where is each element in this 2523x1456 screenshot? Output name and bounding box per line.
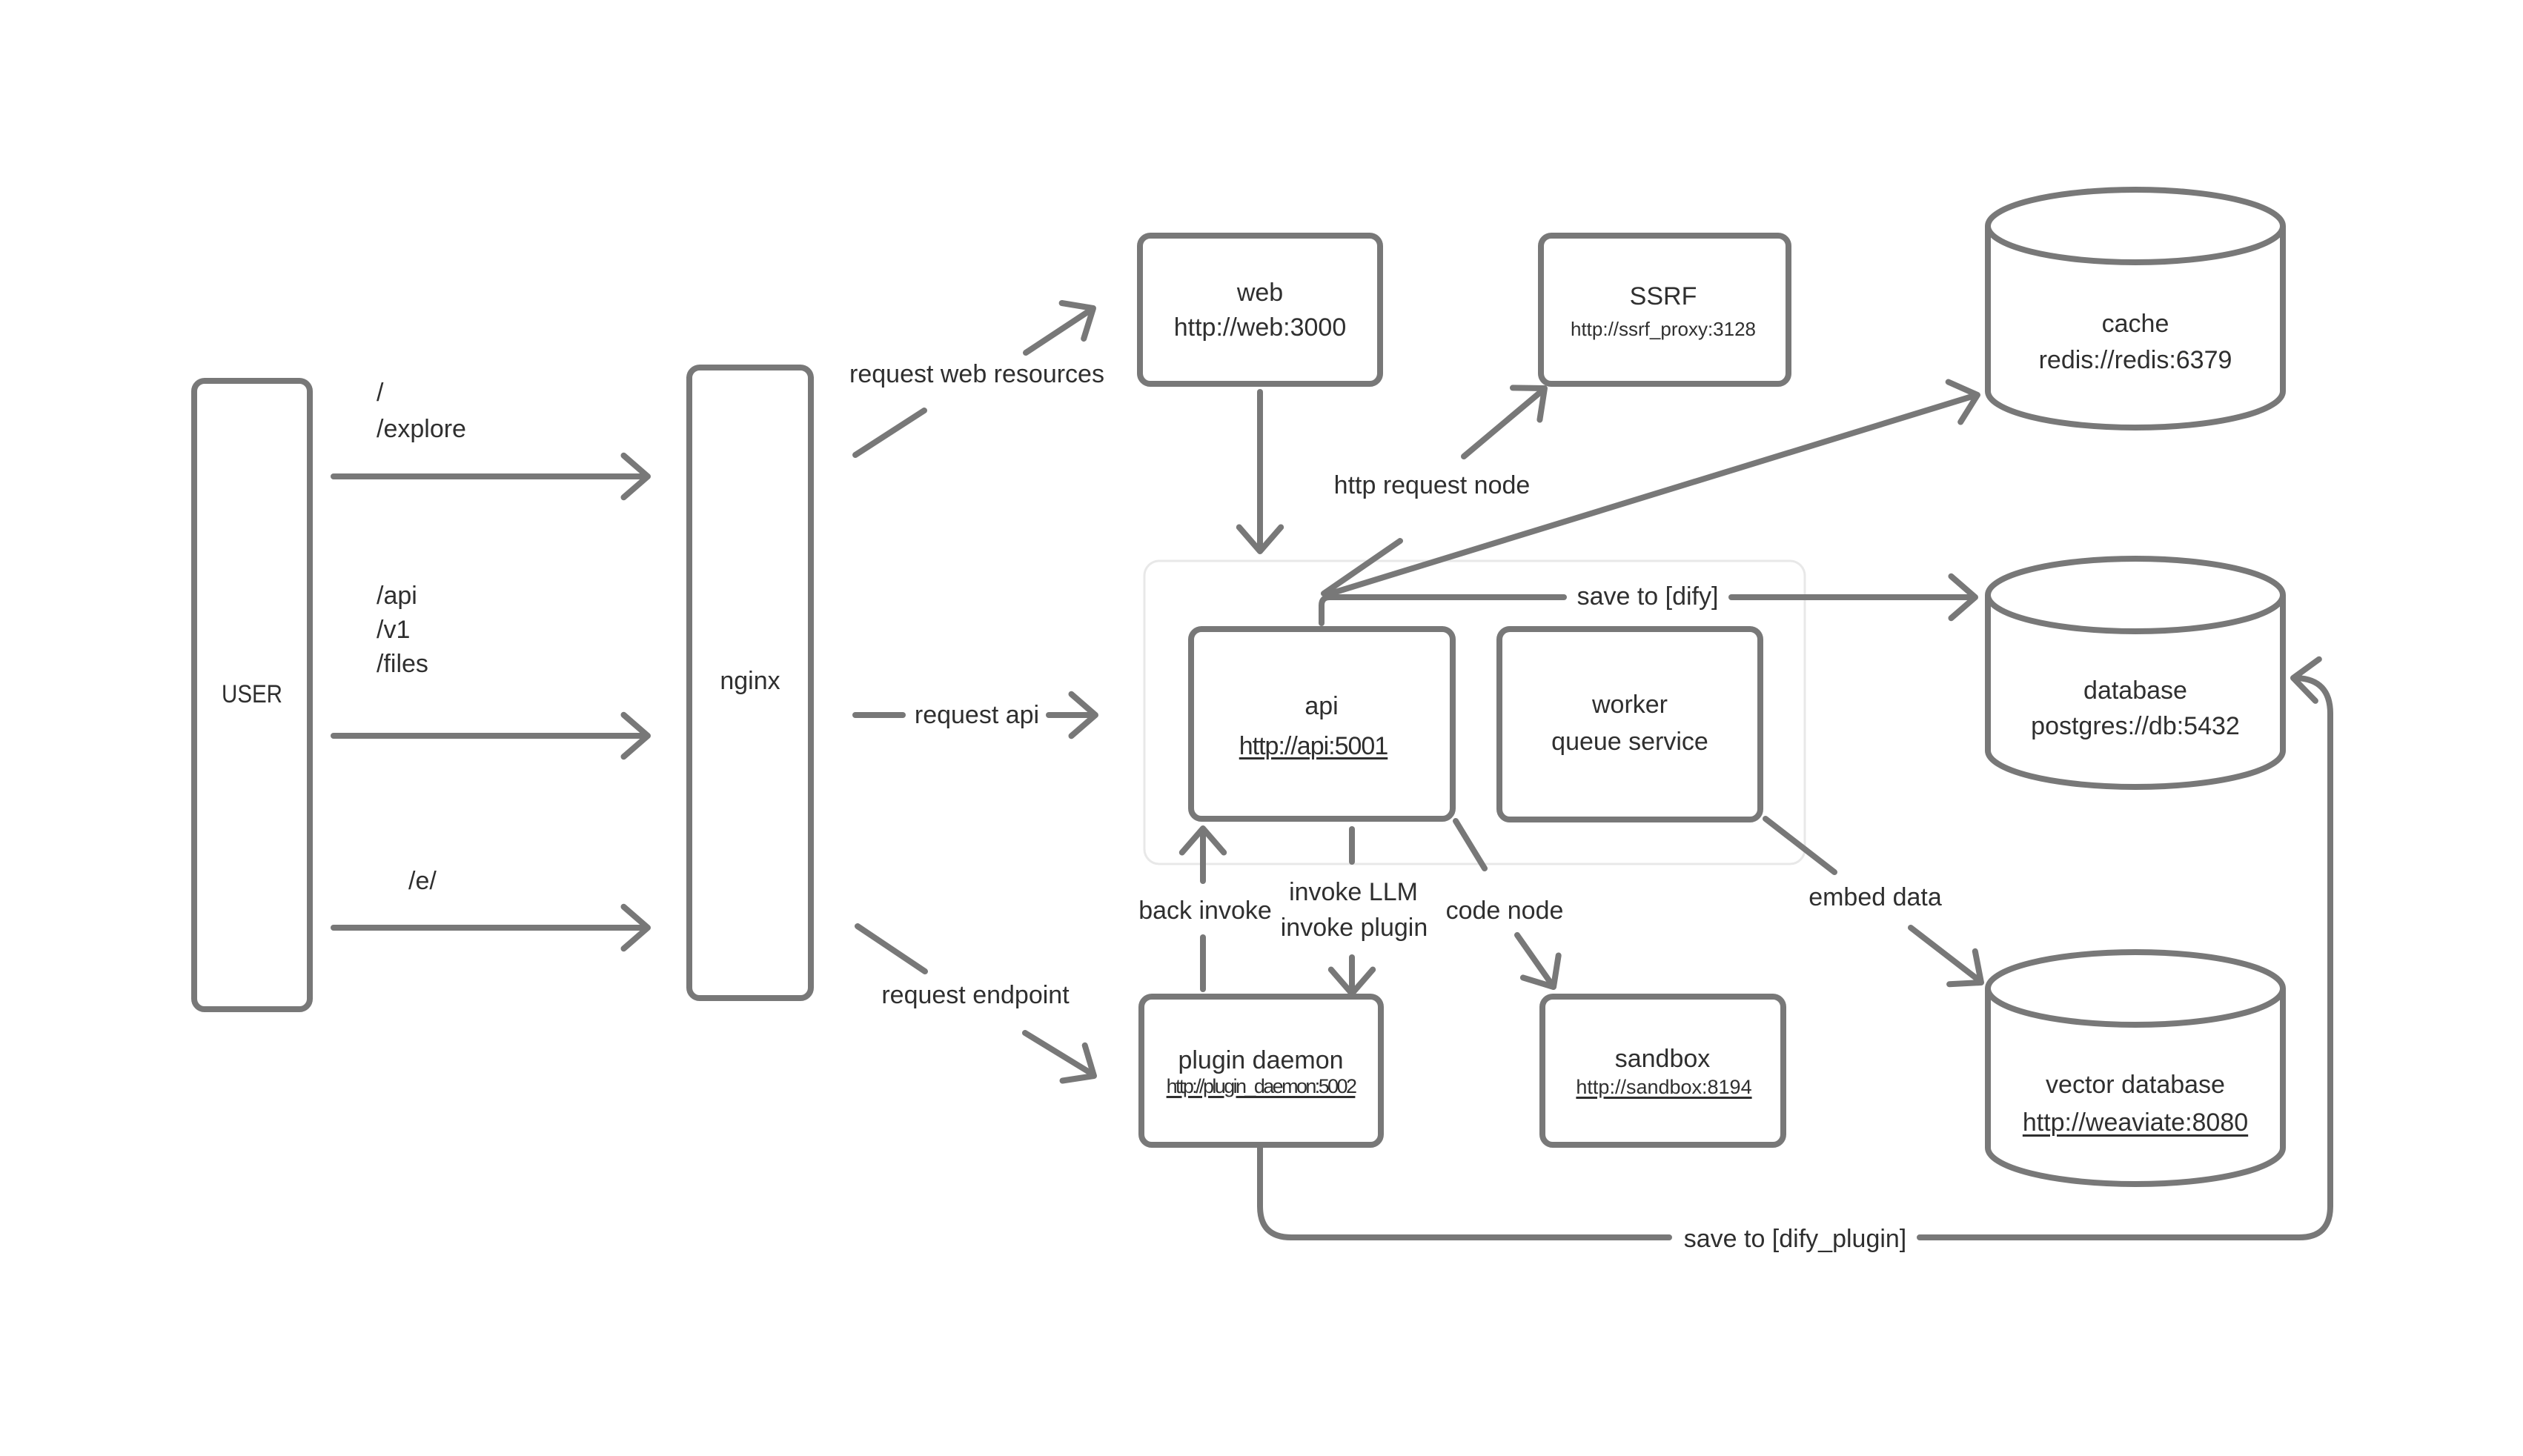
svg-text:http request node: http request node [1334, 471, 1531, 499]
svg-text:redis://redis:6379: redis://redis:6379 [2039, 346, 2232, 374]
svg-text:embed data: embed data [1808, 883, 1942, 911]
svg-text:http://web:3000: http://web:3000 [1174, 313, 1347, 342]
svg-text:save to [dify]: save to [dify] [1577, 582, 1719, 611]
svg-text:vector database: vector database [2046, 1071, 2225, 1099]
svg-text:/api: /api [377, 582, 417, 610]
svg-text:invoke LLM: invoke LLM [1289, 878, 1418, 906]
svg-text:http://ssrf_proxy:3128: http://ssrf_proxy:3128 [1571, 318, 1756, 340]
svg-text:web: web [1236, 279, 1283, 307]
svg-text:nginx: nginx [720, 667, 780, 695]
svg-text:/explore: /explore [377, 415, 466, 443]
svg-text:database: database [2083, 677, 2187, 705]
svg-text:postgres://db:5432: postgres://db:5432 [2031, 712, 2240, 740]
svg-text:queue service: queue service [1551, 728, 1708, 756]
svg-text:cache: cache [2102, 310, 2169, 338]
svg-text:/files: /files [377, 650, 428, 678]
svg-text:request web resources: request web resources [849, 360, 1104, 388]
svg-text:SSRF: SSRF [1630, 282, 1697, 310]
svg-text:sandbox: sandbox [1615, 1045, 1711, 1073]
svg-text:request api: request api [915, 701, 1039, 729]
svg-text:/v1: /v1 [377, 616, 410, 644]
svg-text:request endpoint: request endpoint [881, 981, 1070, 1009]
svg-text:plugin daemon: plugin daemon [1178, 1046, 1343, 1074]
svg-text:api: api [1304, 692, 1338, 720]
svg-text:/: / [377, 379, 384, 407]
svg-text:/e/: /e/ [408, 867, 437, 895]
svg-text:invoke plugin: invoke plugin [1281, 914, 1428, 942]
svg-text:save to [dify_plugin]: save to [dify_plugin] [1684, 1225, 1907, 1253]
svg-text:code node: code node [1446, 897, 1564, 925]
svg-text:USER: USER [222, 680, 282, 708]
svg-text:back invoke: back invoke [1138, 897, 1272, 925]
svg-text:worker: worker [1591, 691, 1668, 719]
